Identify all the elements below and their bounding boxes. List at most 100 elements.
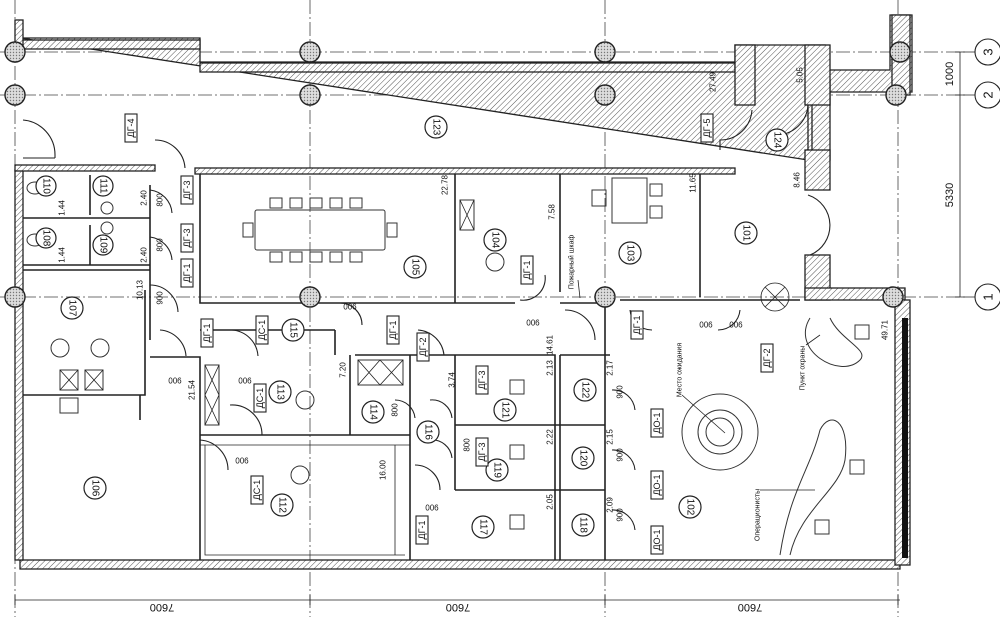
svg-text:124: 124: [772, 132, 783, 149]
svg-text:121: 121: [500, 402, 511, 419]
room-112: 112: [270, 493, 294, 517]
door-tag: ДГ-1: [630, 310, 644, 340]
svg-text:2: 2: [981, 91, 996, 98]
svg-text:ДС-1: ДС-1: [255, 388, 265, 409]
svg-text:900: 900: [168, 376, 182, 385]
door-tag: ДГ-5: [700, 113, 714, 143]
axis-3: 3: [974, 38, 1000, 66]
svg-text:11.65: 11.65: [689, 173, 698, 193]
svg-text:106: 106: [90, 480, 101, 497]
room-101: 101: [734, 221, 758, 245]
svg-text:103: 103: [625, 245, 636, 262]
svg-text:900: 900: [156, 291, 165, 305]
svg-text:118: 118: [578, 517, 589, 533]
door-tag: ДГ-3: [475, 365, 489, 395]
door-tag: ДГ-1: [386, 315, 400, 345]
svg-text:ДГ-3: ДГ-3: [477, 443, 487, 462]
axis-markers: 3 2 1: [965, 38, 1000, 311]
room-115: 115: [281, 318, 305, 342]
svg-text:900: 900: [729, 320, 743, 329]
room-116: 116: [416, 420, 440, 444]
svg-text:ДГ-1: ДГ-1: [632, 316, 642, 335]
furniture: [26, 177, 870, 556]
svg-text:49.71: 49.71: [881, 319, 890, 340]
svg-text:107: 107: [67, 300, 78, 317]
room-102: 102: [678, 495, 702, 519]
svg-text:104: 104: [490, 232, 501, 249]
svg-text:Пожарный шкаф: Пожарный шкаф: [568, 234, 576, 289]
svg-text:3.74: 3.74: [448, 372, 457, 388]
door-tag: ДГ-4: [124, 113, 138, 143]
svg-text:117: 117: [478, 519, 489, 535]
svg-text:7600: 7600: [446, 601, 470, 613]
svg-text:2.13: 2.13: [546, 360, 555, 376]
door-tag: ДГ-1: [200, 318, 214, 348]
room-labels: 110 111 108 109 107 106 105 104 103 101 …: [35, 115, 789, 539]
svg-text:1.44: 1.44: [58, 200, 67, 216]
svg-text:2.40: 2.40: [140, 247, 149, 263]
svg-text:2.40: 2.40: [140, 190, 149, 206]
door-tag: ДГ-3: [180, 223, 194, 253]
annotations: Пожарный шкаф Место ожидания Пункт охран…: [568, 234, 821, 541]
desk: [611, 177, 648, 224]
dimension-lines: 1000 5330 7600 7600 7600 900 800 800 900…: [14, 51, 965, 613]
room-113: 113: [268, 380, 292, 404]
room-104: 104: [483, 228, 507, 252]
svg-text:112: 112: [277, 497, 288, 513]
svg-text:ДГ-1: ДГ-1: [202, 324, 212, 343]
room-105: 105: [403, 255, 427, 279]
svg-text:Пункт охраны: Пункт охраны: [800, 346, 807, 391]
svg-text:ДО-1: ДО-1: [652, 412, 662, 433]
door-tag: ДГ-2: [760, 343, 774, 373]
reception-desk: [779, 419, 847, 556]
svg-text:7.58: 7.58: [548, 204, 557, 220]
svg-text:ДГ-1: ДГ-1: [522, 261, 532, 280]
svg-text:109: 109: [98, 237, 109, 254]
room-118: 118: [571, 513, 595, 537]
svg-text:ДГ-1: ДГ-1: [417, 521, 427, 540]
door-tag: ДО-1: [650, 525, 664, 555]
svg-text:5.05: 5.05: [796, 67, 805, 83]
room-124: 124: [765, 128, 789, 152]
svg-text:27.49: 27.49: [709, 71, 718, 92]
svg-text:ДО-1: ДО-1: [652, 474, 662, 495]
room-120: 120: [571, 446, 595, 470]
svg-text:1: 1: [981, 293, 996, 300]
room-114: 114: [361, 400, 385, 424]
svg-text:7600: 7600: [150, 601, 174, 613]
svg-text:115: 115: [288, 322, 299, 338]
conference-table: [254, 209, 386, 251]
window-cross-icon: [760, 282, 790, 312]
door-tag: ДО-1: [650, 470, 664, 500]
svg-text:ДГ-2: ДГ-2: [418, 338, 428, 357]
svg-text:2.17: 2.17: [606, 360, 615, 376]
svg-text:108: 108: [41, 230, 52, 247]
svg-text:8.46: 8.46: [793, 172, 802, 188]
room-103: 103: [618, 241, 642, 265]
svg-text:7600: 7600: [738, 601, 762, 613]
room-108: 108: [35, 227, 57, 249]
door-tag: ДС-1: [253, 383, 267, 413]
svg-text:7.20: 7.20: [339, 362, 348, 378]
room-122: 122: [573, 378, 597, 402]
svg-text:900: 900: [699, 320, 713, 329]
area-marks: 2.40 1.44 1.44 2.40 10.13 22.78 7.58 11.…: [58, 67, 890, 513]
sink-icon: [100, 201, 114, 235]
svg-text:114: 114: [368, 404, 379, 420]
svg-text:900: 900: [616, 508, 625, 522]
door-tag: ДС-1: [250, 475, 264, 505]
svg-text:ДГ-3: ДГ-3: [477, 371, 487, 390]
interior-walls: [14, 164, 800, 560]
svg-text:900: 900: [616, 385, 625, 399]
svg-text:ДГ-2: ДГ-2: [762, 349, 772, 368]
columns: [4, 41, 911, 308]
svg-text:16.00: 16.00: [379, 459, 388, 480]
axis-1: 1: [974, 283, 1000, 311]
svg-text:ДГ-4: ДГ-4: [126, 119, 136, 138]
svg-text:900: 900: [526, 318, 540, 327]
door-tag: ДГ-3: [475, 437, 489, 467]
svg-text:2.22: 2.22: [546, 429, 555, 445]
svg-text:113: 113: [275, 384, 286, 400]
svg-text:ДГ-3: ДГ-3: [182, 181, 192, 200]
